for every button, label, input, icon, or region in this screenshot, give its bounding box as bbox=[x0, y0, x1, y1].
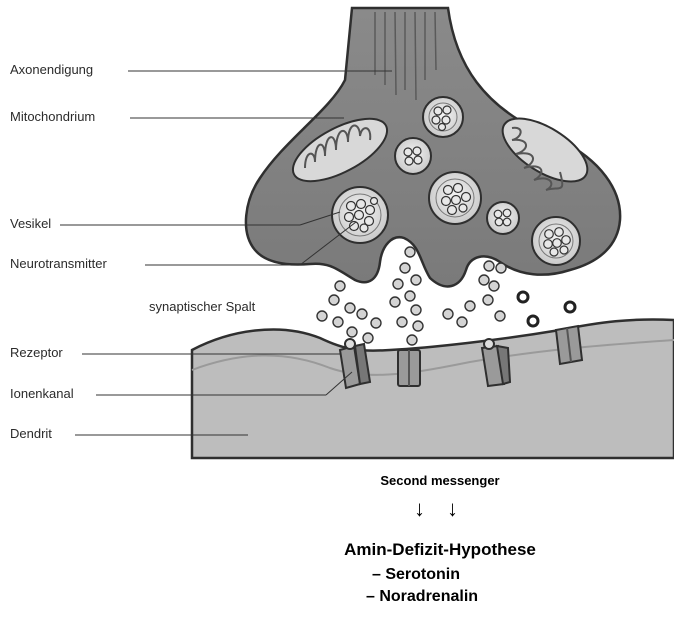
vesicle bbox=[429, 172, 481, 224]
label-receptor: Rezeptor bbox=[10, 345, 63, 361]
label-synaptic-cleft: synaptischer Spalt bbox=[149, 299, 255, 314]
label-neurotransmitter: Neurotransmitter bbox=[10, 256, 107, 272]
down-arrows-icon: ↓ ↓ bbox=[340, 496, 540, 522]
vesicle bbox=[532, 217, 580, 265]
label-ion-channel: Ionenkanal bbox=[10, 386, 74, 402]
label-dendrite: Dendrit bbox=[10, 426, 52, 442]
hypothesis-title: Amin-Defizit-Hypothese bbox=[300, 540, 580, 560]
second-messenger-label: Second messenger bbox=[340, 473, 540, 488]
label-axon-terminal: Axonendigung bbox=[10, 62, 93, 78]
vesicle bbox=[487, 202, 519, 234]
vesicle bbox=[395, 138, 431, 174]
hypothesis-item-noradrenalin: – Noradrenalin bbox=[366, 588, 566, 606]
hypothesis-item-serotonin: – Serotonin bbox=[372, 566, 572, 584]
dendrite bbox=[192, 319, 674, 458]
dark-molecules bbox=[518, 292, 575, 326]
label-mitochondrion: Mitochondrium bbox=[10, 109, 95, 125]
vesicle bbox=[423, 97, 463, 137]
label-vesicle: Vesikel bbox=[10, 216, 51, 232]
